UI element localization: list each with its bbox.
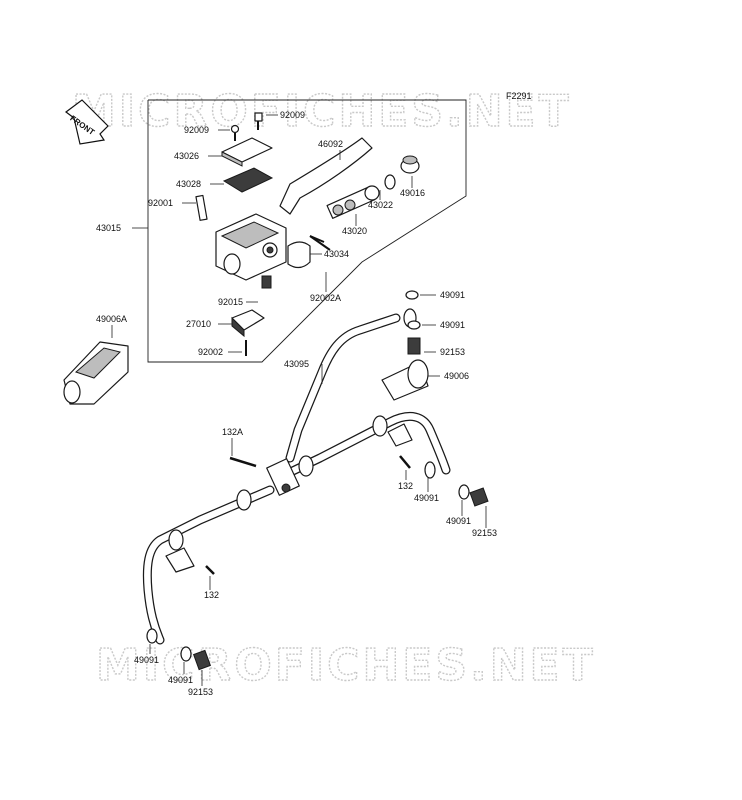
bolt-92001 bbox=[195, 194, 208, 221]
bracket-right bbox=[387, 423, 413, 447]
bolt-92002a bbox=[309, 235, 325, 243]
label-92153-a: 92153 bbox=[440, 347, 465, 357]
label-43022: 43022 bbox=[368, 200, 393, 210]
label-43026: 43026 bbox=[174, 151, 199, 161]
brake-hose-right bbox=[273, 411, 451, 483]
label-49091-a: 49091 bbox=[440, 290, 465, 300]
brake-switch bbox=[231, 309, 265, 338]
bolt-132a bbox=[229, 456, 257, 468]
bracket-left bbox=[165, 547, 195, 573]
label-49091-b: 49091 bbox=[440, 320, 465, 330]
fitting-49006 bbox=[381, 359, 429, 401]
washer-49091-d bbox=[458, 484, 470, 500]
bolt-132-right bbox=[399, 455, 411, 469]
label-49091-f: 49091 bbox=[168, 675, 193, 685]
label-43020: 43020 bbox=[342, 226, 367, 236]
label-49091-e: 49091 bbox=[134, 655, 159, 665]
banjo-bolt-92153-c bbox=[192, 649, 212, 671]
screw-92009-b bbox=[230, 124, 240, 141]
label-43015: 43015 bbox=[96, 223, 121, 233]
washer-49091-a bbox=[405, 290, 419, 300]
label-132a: 132A bbox=[222, 427, 243, 437]
master-cylinder-body bbox=[215, 213, 287, 289]
washer-49091-c bbox=[424, 461, 436, 479]
bolt-132-left bbox=[205, 565, 215, 575]
label-92015: 92015 bbox=[218, 297, 243, 307]
label-132-right: 132 bbox=[398, 481, 413, 491]
label-132-left: 132 bbox=[204, 590, 219, 600]
hose-collars bbox=[168, 415, 388, 551]
diagram-code: F2291 bbox=[506, 91, 532, 101]
watermark-bottom: MICROFICHES.NET bbox=[96, 640, 596, 691]
label-49006a: 49006A bbox=[96, 314, 127, 324]
label-43034: 43034 bbox=[324, 249, 349, 259]
label-43028: 43028 bbox=[176, 179, 201, 189]
brake-lever bbox=[279, 137, 373, 215]
label-92009-b: 92009 bbox=[184, 125, 209, 135]
label-92001: 92001 bbox=[148, 198, 173, 208]
banjo-bolt-92153-a bbox=[407, 337, 421, 355]
screw-92009-a bbox=[254, 112, 263, 130]
banjo-bolt-92153-b bbox=[469, 487, 489, 507]
diaphragm bbox=[222, 167, 274, 193]
label-49091-d: 49091 bbox=[446, 516, 471, 526]
piston-kit bbox=[326, 185, 380, 219]
washer-49091-f bbox=[180, 646, 192, 662]
snap-ring bbox=[384, 174, 396, 190]
assembly-frame bbox=[147, 99, 467, 363]
label-46092: 46092 bbox=[318, 139, 343, 149]
label-92153-b: 92153 bbox=[472, 528, 497, 538]
label-92002a: 92002A bbox=[310, 293, 341, 303]
label-43095: 43095 bbox=[284, 359, 309, 369]
leader-lines bbox=[111, 114, 487, 686]
boot-49016 bbox=[400, 155, 420, 174]
label-92153-c: 92153 bbox=[188, 687, 213, 697]
three-way-joint bbox=[266, 458, 300, 496]
label-27010: 27010 bbox=[186, 319, 211, 329]
label-49091-c: 49091 bbox=[414, 493, 439, 503]
brake-hose-upper bbox=[285, 313, 401, 463]
label-92009-a: 92009 bbox=[280, 110, 305, 120]
label-49016: 49016 bbox=[400, 188, 425, 198]
washer-49091-b bbox=[407, 320, 421, 330]
washer-49091-e bbox=[146, 628, 158, 644]
caliper-49006a bbox=[63, 341, 129, 405]
brake-hose-left bbox=[142, 485, 275, 645]
label-92002: 92002 bbox=[198, 347, 223, 357]
watermark-top: MICROFICHES.NET bbox=[72, 86, 572, 137]
label-49006: 49006 bbox=[444, 371, 469, 381]
